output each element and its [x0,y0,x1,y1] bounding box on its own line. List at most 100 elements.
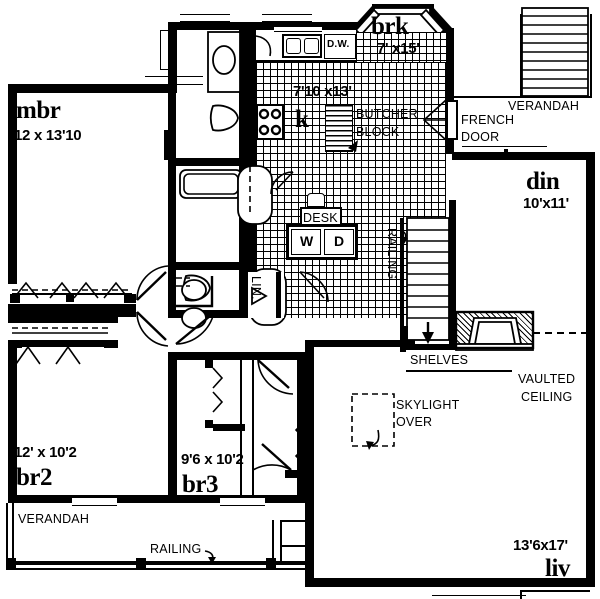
closet-br2-bot-wall [8,340,118,347]
window-liv-bottom [432,586,526,596]
railing-front-label: RAILING [150,542,202,556]
wall-liv-right [586,308,595,587]
counter-upper-edge [256,60,356,62]
verandah-right-edge [452,96,592,98]
liv-step-edge [272,520,274,564]
wall-kitchen-left [248,22,256,130]
wall-br3-top [168,352,298,360]
verandah-right-outer [590,14,592,98]
dishwasher-box [324,34,356,59]
wall-br2-left [8,347,17,502]
kitchen-sink-basin-right [304,38,319,54]
room-dims-k: 7'10 x13' [293,83,352,100]
wall-mbr-bot [8,308,136,317]
wall-din-top [452,152,595,160]
dryer-label: D [334,233,345,249]
wall-mbr-top [8,84,168,93]
room-dims-br3: 9'6 x 10'2 [181,451,244,468]
wall-din-right [586,152,595,312]
room-label-liv: liv [545,555,570,582]
liv-exterior-step-top [520,590,590,592]
window-entry-top [180,14,230,22]
dishwasher-label: D.W. [327,39,350,50]
window-entry-left [160,30,169,70]
wall-hall-sep [213,424,245,431]
wall-stairs-left-lower [400,326,408,352]
kitchen-sink-basin-left [286,38,301,54]
french-door-leaf [446,100,458,140]
railing-stairs [400,218,404,326]
verandah-front-railing [6,561,306,565]
french-door-label-2: DOOR [461,130,500,144]
desk-label: DESK [303,211,338,225]
wall-mbr-left [8,84,17,317]
wall-liv-left [305,346,314,586]
liv-step-bot [280,545,308,547]
shelves-box [406,348,512,372]
wall-entry-vert [168,22,177,93]
closet-mbr-bot-wall [8,304,136,310]
room-dims-br2: 12' x 10'2 [14,444,77,461]
verandah-right-label: VERANDAH [508,99,580,113]
liv-exterior-step-left [520,590,522,599]
skylight-over-label-2: OVER [396,415,433,429]
hall-closet-jamb2 [205,420,213,428]
verandah-front-left-edge [6,503,8,563]
wall-hall-sep2 [285,470,305,478]
wall-stairs-right [449,200,456,350]
dryer-box [324,229,354,255]
room-label-brk: brk [371,13,409,40]
room-label-din: din [526,168,560,195]
vaulted-ceiling-label-1: VAULTED [518,372,576,386]
wall-entry-top [168,22,246,30]
skylight-over-label-1: SKYLIGHT [396,398,460,412]
washer-label: W [300,233,314,249]
room-label-mbr: mbr [16,97,61,124]
closet-mbr-rod [12,293,132,295]
window-over-sink [274,26,322,32]
hall-closet-line2 [252,360,254,495]
wall-br23-divider [168,352,177,503]
verandah-front-left-edge2 [12,503,14,561]
wall-bath-sep2 [168,262,248,270]
linen-label: LIN. [249,276,263,300]
room-dims-liv: 13'6x17' [513,537,568,554]
wall-bath-sep3 [176,310,248,318]
window-br2 [72,497,117,506]
room-label-br2: br2 [16,464,53,491]
hall-closet-jamb [205,360,213,368]
window-br3 [220,497,265,506]
wall-brk-right-lower [446,28,454,94]
wall-mbath-stub [164,130,168,160]
room-dims-mbr: 12 x 13'10 [14,127,82,144]
french-door-label-1: FRENCH [461,113,515,127]
wall-liv-bot [305,578,595,587]
verandah-right-col [520,14,522,98]
desk-chair [307,193,325,207]
shelves-label: SHELVES [410,353,469,367]
wall-liv-top [305,340,415,347]
verandah-front-label: VERANDAH [18,512,90,526]
butcher-block-label-1: BUTCHER [356,107,418,121]
butcher-block-island [325,104,353,152]
room-label-br3: br3 [182,471,219,498]
cooktop-body [256,104,284,140]
closet-br2-top-wall [8,317,118,323]
wall-bath-left [168,93,176,318]
vaulted-ceiling-label-2: CEILING [521,390,573,404]
